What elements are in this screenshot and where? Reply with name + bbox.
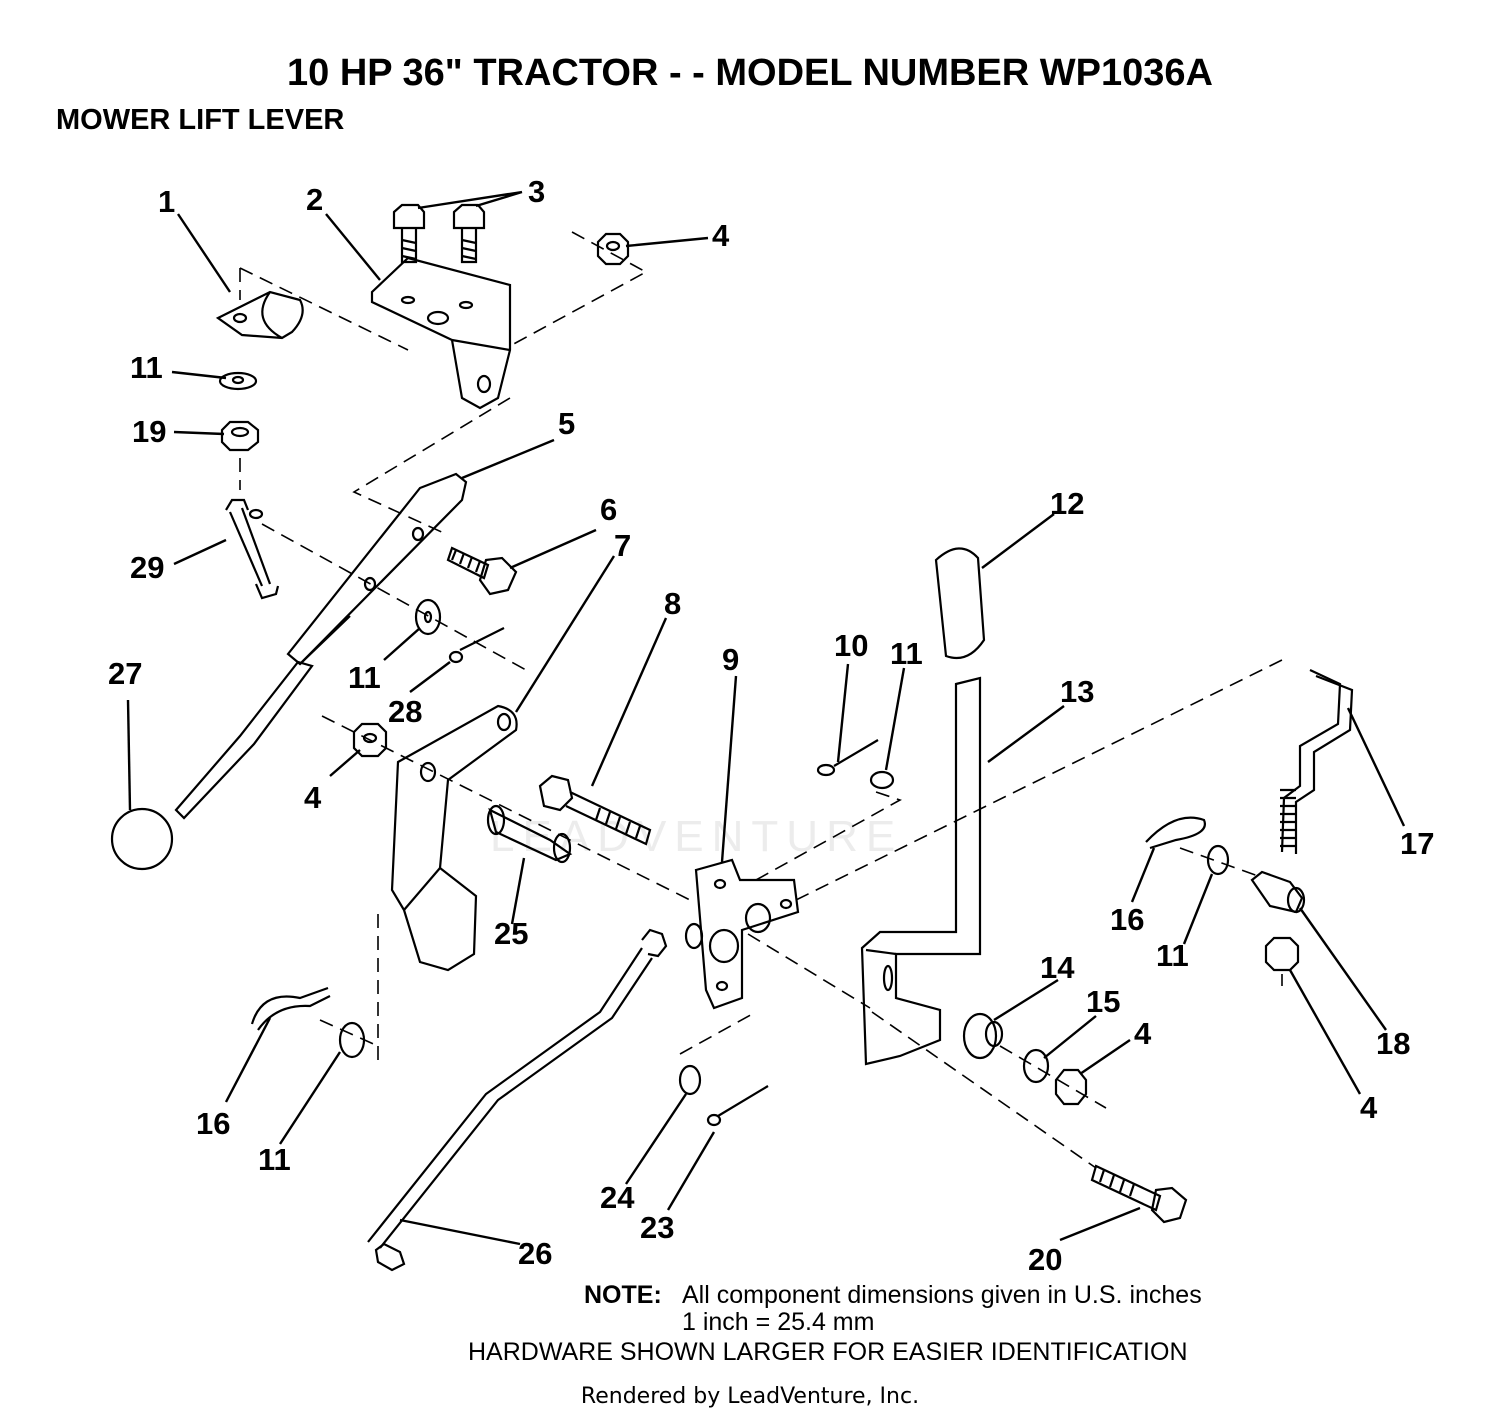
note-label: NOTE: (584, 1281, 662, 1309)
callout-11-b: 11 (890, 636, 923, 671)
part-29-link (225, 498, 280, 600)
part-23-pin (706, 1085, 769, 1127)
callout-24: 24 (600, 1180, 635, 1215)
part-3-bolts (392, 203, 486, 264)
callout-11-c: 11 (348, 660, 381, 695)
callout-5: 5 (558, 406, 575, 441)
part-4-nut-far-right (1264, 936, 1300, 972)
callout-1: 1 (158, 184, 175, 219)
callout-16-left: 16 (196, 1106, 230, 1141)
callout-4-top: 4 (712, 218, 730, 253)
callout-16-right: 16 (1110, 902, 1144, 937)
part-20-bolt (1090, 1164, 1188, 1224)
part-8-bolt (538, 774, 652, 846)
part-12-grip (934, 547, 986, 660)
part-26-rod (367, 928, 668, 1272)
part-28-hairpin (448, 627, 505, 664)
callout-9: 9 (722, 642, 739, 677)
callout-12: 12 (1050, 486, 1084, 521)
part-27-knob (110, 660, 314, 871)
callout-numbers: 1 2 3 4 11 19 5 6 29 7 12 8 10 11 27 11 … (108, 174, 1434, 1277)
part-11-washer-10 (869, 770, 895, 790)
part-16-cotter-left (250, 986, 331, 1031)
callout-26: 26 (518, 1236, 552, 1271)
part-14-bushing (962, 1012, 1004, 1060)
callout-4-far-right: 4 (1360, 1090, 1378, 1125)
part-18-swivel (1250, 870, 1306, 914)
callout-4-right: 4 (1134, 1016, 1152, 1051)
callout-3: 3 (528, 174, 545, 209)
callout-14: 14 (1040, 950, 1075, 985)
callout-15: 15 (1086, 984, 1120, 1019)
callout-10: 10 (834, 628, 868, 663)
part-25-spacer (486, 804, 573, 864)
part-16-cotter-right (1145, 816, 1206, 850)
callout-28: 28 (388, 694, 422, 729)
callout-23: 23 (640, 1210, 674, 1245)
part-19-nut (220, 420, 260, 452)
part-15-washer (1022, 1048, 1050, 1084)
diagram-title: 10 HP 36" TRACTOR - - MODEL NUMBER WP103… (287, 52, 1213, 94)
callout-20: 20 (1028, 1242, 1062, 1277)
note-conversion: 1 inch = 25.4 mm (682, 1308, 875, 1336)
part-11-washer-left (338, 1021, 366, 1059)
callout-11-top: 11 (130, 350, 163, 385)
part-4-nut-right (1054, 1068, 1088, 1106)
callout-11-left: 11 (258, 1142, 291, 1177)
part-11-washer (218, 371, 258, 391)
part-5-arm (286, 472, 468, 666)
part-1-clip (215, 290, 304, 340)
callout-7: 7 (614, 528, 631, 563)
note-text: All component dimensions given in U.S. i… (682, 1281, 1202, 1309)
note-hardware: HARDWARE SHOWN LARGER FOR EASIER IDENTIF… (468, 1338, 1188, 1366)
part-13-lever (860, 676, 982, 1066)
callout-6: 6 (600, 492, 617, 527)
callout-25: 25 (494, 916, 528, 951)
callout-19: 19 (132, 414, 166, 449)
part-7-plate (390, 704, 518, 972)
footer-credit: Rendered by LeadVenture, Inc. (580, 1384, 920, 1409)
callout-8: 8 (664, 586, 681, 621)
part-6-bolt (446, 546, 518, 596)
part-17-rod (1280, 669, 1354, 854)
callout-17: 17 (1400, 826, 1434, 861)
callout-11-right: 11 (1156, 938, 1189, 973)
part-11-washer-right (1206, 844, 1230, 876)
part-24-washer (678, 1064, 702, 1096)
part-9-plate (684, 858, 800, 1010)
callout-18: 18 (1376, 1026, 1410, 1061)
part-2-bracket (370, 256, 512, 410)
callout-27: 27 (108, 656, 142, 691)
part-4-nut-top (596, 232, 630, 266)
callout-13: 13 (1060, 674, 1094, 709)
part-10-pin (816, 739, 879, 777)
callout-29: 29 (130, 550, 164, 585)
section-subtitle: MOWER LIFT LEVER (56, 104, 345, 136)
part-11-washer-mid (414, 598, 442, 636)
callout-4-left: 4 (304, 780, 322, 815)
callout-2: 2 (306, 182, 323, 217)
